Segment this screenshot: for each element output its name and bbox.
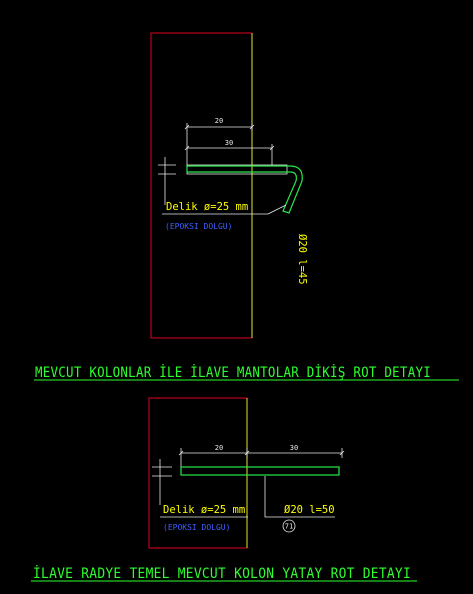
hole-label: Delik ø=25 mm [166, 201, 248, 213]
fill-label: (EPOKSI DOLGU) [165, 222, 232, 231]
dim-inner-text: 30 [225, 139, 233, 147]
rebar-mark-circle [282, 519, 296, 533]
straight-rebar [180, 466, 340, 476]
detail-bottom: 20 30 Delik ø=25 mm (EPOKSI DOLGU) Ø20 l… [31, 397, 417, 582]
rebar-mark-text: 71 [285, 523, 293, 531]
rebar-leader-bottom [264, 476, 335, 518]
dim-right-text: 30 [290, 444, 298, 452]
fill-label-bottom: (EPOKSI DOLGU) [163, 523, 230, 532]
dimension-lines-bottom [152, 448, 345, 505]
hooked-rebar [186, 165, 303, 214]
rebar-leader [267, 204, 287, 215]
detail-top-title: MEVCUT KOLONLAR İLE İLAVE MANTOLAR DİKİŞ… [35, 363, 431, 381]
existing-column-outline [150, 32, 253, 339]
detail-top: 20 30 Delik ø=25 mm (EPOKSI DOLGU) Ø20 l… [34, 32, 459, 381]
dim-outer-text: 20 [215, 117, 223, 125]
detail-bottom-title: İLAVE RADYE TEMEL MEVCUT KOLON YATAY ROT… [33, 564, 411, 582]
hole-label-bottom: Delik ø=25 mm [163, 504, 245, 516]
rebar-label: Ø20 l=45 [296, 234, 308, 285]
dim-left-text: 20 [215, 444, 223, 452]
dimension-lines-top [158, 123, 275, 205]
rebar-label-bottom: Ø20 l=50 [284, 504, 335, 516]
